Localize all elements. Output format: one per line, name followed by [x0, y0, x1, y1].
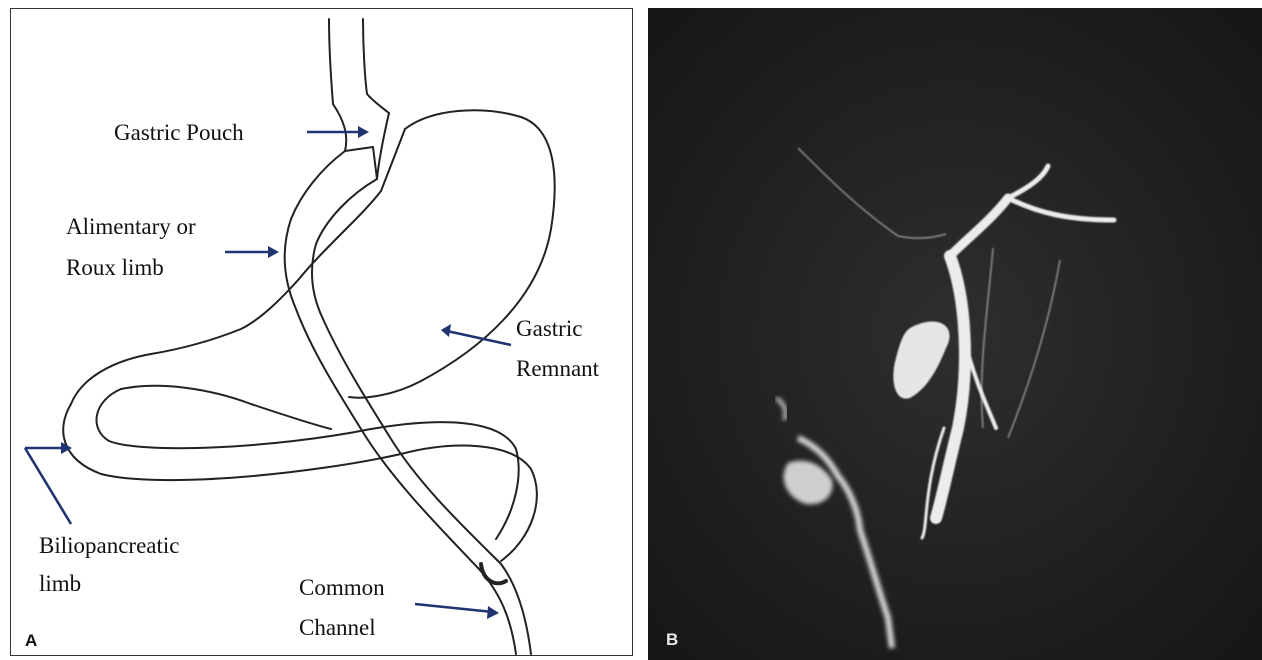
common-channel-arrow: [415, 604, 493, 612]
biliopancreatic-bracket-diag: [25, 448, 71, 524]
gastric-pouch: [333, 104, 377, 179]
alimentary-label-line1: Alimentary or: [66, 209, 196, 245]
gastric-remnant-label-line2: Remnant: [516, 351, 599, 387]
alimentary-label-line2: Roux limb: [66, 250, 164, 286]
gastric-remnant-label-line1: Gastric: [516, 311, 582, 347]
common-channel-label-line1: Common: [299, 570, 385, 606]
panel-b-letter: B: [666, 630, 678, 650]
panel-a-letter: A: [25, 631, 37, 651]
panel-b-mrcp-image: B: [648, 8, 1262, 660]
biliopancreatic-label-line2: limb: [39, 566, 81, 602]
panel-a-diagram: Gastric Pouch Alimentary or Roux limb Ga…: [10, 8, 633, 656]
esophagus: [329, 19, 333, 104]
mrcp-cholangiogram: [648, 8, 1262, 660]
common-channel-label-line2: Channel: [299, 610, 376, 646]
biliopancreatic-label-line1: Biliopancreatic: [39, 528, 180, 564]
gastric-pouch-label: Gastric Pouch: [114, 115, 244, 151]
